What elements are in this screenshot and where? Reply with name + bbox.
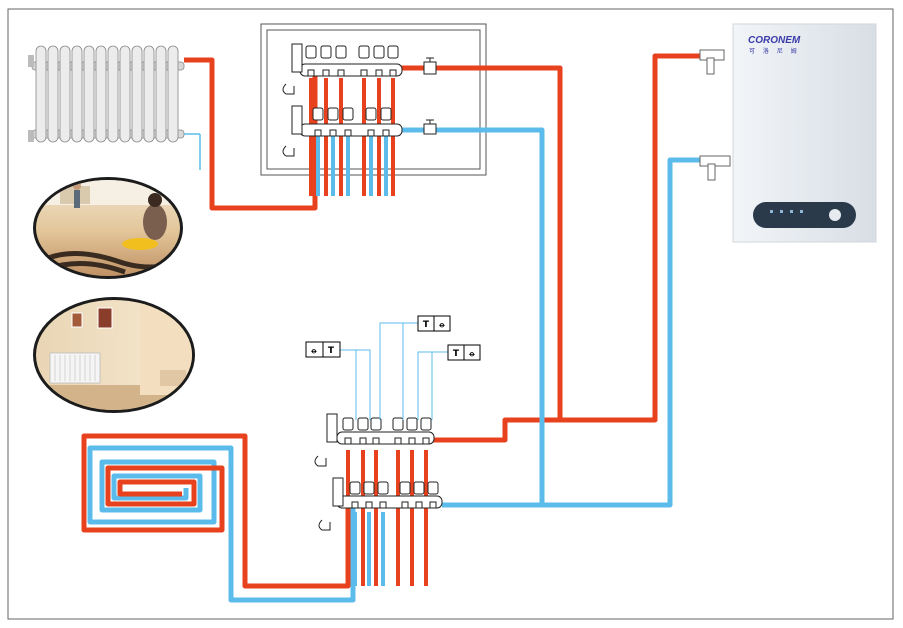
- manifold-valve-cap: [370, 417, 382, 431]
- upper-manifold-loops: [309, 78, 395, 196]
- thermostat-top-symbol-2: ⦵: [437, 320, 446, 330]
- radiator-fin: [131, 45, 143, 143]
- boiler-subtitle: 可 洛 尼 姆: [749, 47, 800, 55]
- manifold-valve-cap: [358, 45, 370, 59]
- manifold-valve-cap: [420, 417, 432, 431]
- manifold-valve-cap: [357, 417, 369, 431]
- diagram-frame: [7, 8, 894, 620]
- thermostat-right-symbol-2: ⦵: [467, 349, 476, 359]
- valve-icon: [423, 57, 437, 135]
- thermostat-icon: T ⦵: [417, 315, 451, 332]
- thermostat-left-symbol-1: ⦵: [309, 346, 318, 356]
- manifold-valve-cap: [327, 107, 339, 121]
- thermostat-top-symbol-1: T: [423, 320, 430, 330]
- manifold-valve-cap: [399, 481, 411, 495]
- thermostat-right-symbol-1: T: [453, 349, 460, 359]
- radiator-fin: [143, 45, 155, 143]
- manifold-valve-cap: [312, 107, 324, 121]
- radiator-icon: [28, 45, 201, 170]
- boiler-brand: CORONEM: [748, 35, 801, 46]
- radiator-fin: [119, 45, 131, 143]
- manifold-valve-cap: [373, 45, 385, 59]
- manifold-valve-cap: [377, 481, 389, 495]
- radiator-fin: [59, 45, 71, 143]
- lower-manifold-loops: [346, 450, 428, 586]
- floor-heating-coil: [81, 433, 356, 603]
- wall-boiler-icon: CORONEM 可 洛 尼 姆: [699, 23, 877, 243]
- manifold-valve-cap: [335, 45, 347, 59]
- main-pipes: [184, 53, 720, 508]
- manifold-valve-cap: [380, 107, 392, 121]
- radiator-room-photo: [33, 297, 195, 413]
- boiler-control-panel: [753, 202, 856, 228]
- manifold-valve-cap: [387, 45, 399, 59]
- manifold-valve-cap: [305, 45, 317, 59]
- manifold-valve-cap: [349, 481, 361, 495]
- manifold-valve-cap: [365, 107, 377, 121]
- manifold-icon: [282, 43, 403, 157]
- thermostat-icon: T ⦵: [447, 344, 481, 361]
- radiator-fin: [107, 45, 119, 143]
- manifold-valve-cap: [427, 481, 439, 495]
- radiator-fin: [71, 45, 83, 143]
- manifold-valve-cap: [363, 481, 375, 495]
- manifold-cabinet: [260, 23, 487, 176]
- floor-heating-photo: [33, 177, 183, 279]
- manifold-valve-cap: [342, 107, 354, 121]
- radiator-fin: [47, 45, 59, 143]
- radiator-fin: [95, 45, 107, 143]
- thermostat-icon: ⦵ T: [305, 341, 341, 358]
- manifold-valve-cap: [320, 45, 332, 59]
- radiator-fin: [35, 45, 47, 143]
- radiator-fin: [155, 45, 167, 143]
- manifold-icon: [314, 413, 443, 531]
- radiator-fin: [83, 45, 95, 143]
- thermostat-wires: [340, 322, 448, 420]
- radiator-fin: [167, 45, 179, 143]
- manifold-valve-cap: [413, 481, 425, 495]
- manifold-valve-cap: [406, 417, 418, 431]
- thermostat-left-symbol-2: T: [328, 346, 335, 356]
- manifold-valve-cap: [392, 417, 404, 431]
- manifold-valve-cap: [342, 417, 354, 431]
